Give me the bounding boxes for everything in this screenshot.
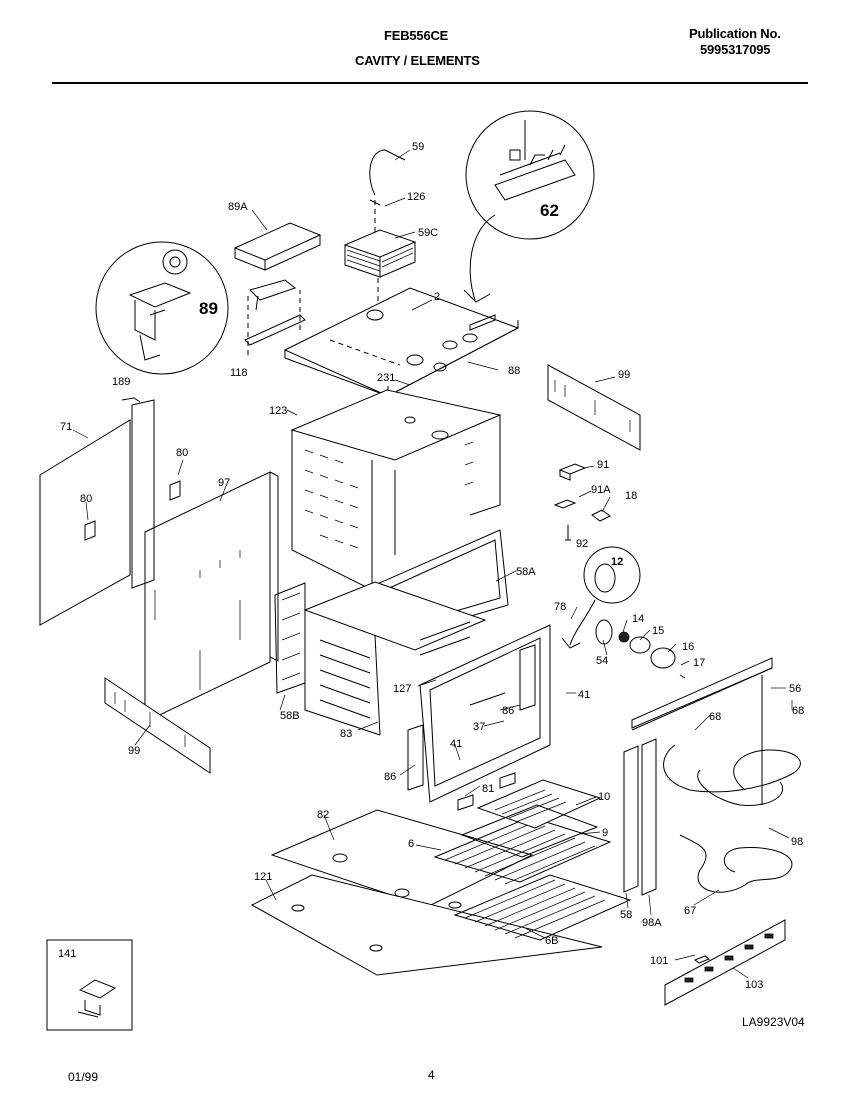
callout-101: 101 xyxy=(650,955,668,967)
callout-80-lower: 80 xyxy=(80,493,92,505)
callout-14: 14 xyxy=(632,613,644,625)
callout-62: 62 xyxy=(540,201,559,220)
callout-59: 59 xyxy=(412,141,424,153)
callout-labels: 59 126 59C 89A 89 62 2 118 231 88 99 189… xyxy=(58,141,804,991)
callout-91: 91 xyxy=(597,459,609,471)
callout-121: 121 xyxy=(254,871,272,883)
callout-231: 231 xyxy=(377,372,395,384)
callout-2: 2 xyxy=(434,291,440,303)
callout-58: 58 xyxy=(620,909,632,921)
callout-92: 92 xyxy=(576,538,588,550)
callout-126: 126 xyxy=(407,191,425,203)
callout-6b: 6B xyxy=(545,935,558,947)
detail-89-inset xyxy=(95,241,229,375)
callout-58a: 58A xyxy=(516,566,536,578)
callout-86-lower: 86 xyxy=(384,771,396,783)
model-number: FEB556CE xyxy=(384,28,449,43)
footer-date: 01/99 xyxy=(68,1070,99,1084)
callout-99-bottom: 99 xyxy=(128,745,140,757)
section-title: CAVITY / ELEMENTS xyxy=(355,53,480,68)
callout-71: 71 xyxy=(60,421,72,433)
publication-label: Publication No. xyxy=(689,26,781,41)
callout-12: 12 xyxy=(611,556,623,568)
callout-41-right: 41 xyxy=(578,689,590,701)
callout-56: 56 xyxy=(789,683,801,695)
detail-62-inset xyxy=(465,110,595,240)
callout-16: 16 xyxy=(682,641,694,653)
callout-83: 83 xyxy=(340,728,352,740)
callout-141: 141 xyxy=(58,948,76,960)
header-divider xyxy=(52,82,808,84)
callout-81: 81 xyxy=(482,783,494,795)
callout-118: 118 xyxy=(230,367,248,379)
callout-98: 98 xyxy=(791,836,803,848)
callout-78: 78 xyxy=(554,601,566,613)
callout-89: 89 xyxy=(199,299,218,318)
callout-15: 15 xyxy=(652,625,664,637)
callout-68-right: 68 xyxy=(792,705,804,717)
callout-67: 67 xyxy=(684,905,696,917)
callout-6: 6 xyxy=(408,838,414,850)
callout-18: 18 xyxy=(625,490,637,502)
publication-number: 5995317095 xyxy=(700,42,771,57)
callout-68-mid: 68 xyxy=(709,711,721,723)
callout-97: 97 xyxy=(218,477,230,489)
callout-58b: 58B xyxy=(280,710,300,722)
callout-54: 54 xyxy=(596,655,608,667)
callout-82: 82 xyxy=(317,809,329,821)
callout-80-upper: 80 xyxy=(176,447,188,459)
callout-98a: 98A xyxy=(642,917,662,929)
callout-10: 10 xyxy=(598,791,610,803)
callout-17: 17 xyxy=(693,657,705,669)
callout-9: 9 xyxy=(602,827,608,839)
callout-89a: 89A xyxy=(228,201,248,213)
callout-123: 123 xyxy=(269,405,287,417)
page-number: 4 xyxy=(428,1068,435,1082)
callout-86-upper: 86 xyxy=(502,705,514,717)
drawing-code: LA9923V04 xyxy=(742,1015,805,1029)
callout-127: 127 xyxy=(393,683,411,695)
callout-37: 37 xyxy=(473,721,485,733)
callout-99-top: 99 xyxy=(618,369,630,381)
callout-189: 189 xyxy=(112,376,130,388)
callout-41-left: 41 xyxy=(450,738,462,750)
callout-103: 103 xyxy=(745,979,763,991)
callout-59c: 59C xyxy=(418,227,438,239)
callout-88: 88 xyxy=(508,365,520,377)
callout-91a: 91A xyxy=(591,484,611,496)
